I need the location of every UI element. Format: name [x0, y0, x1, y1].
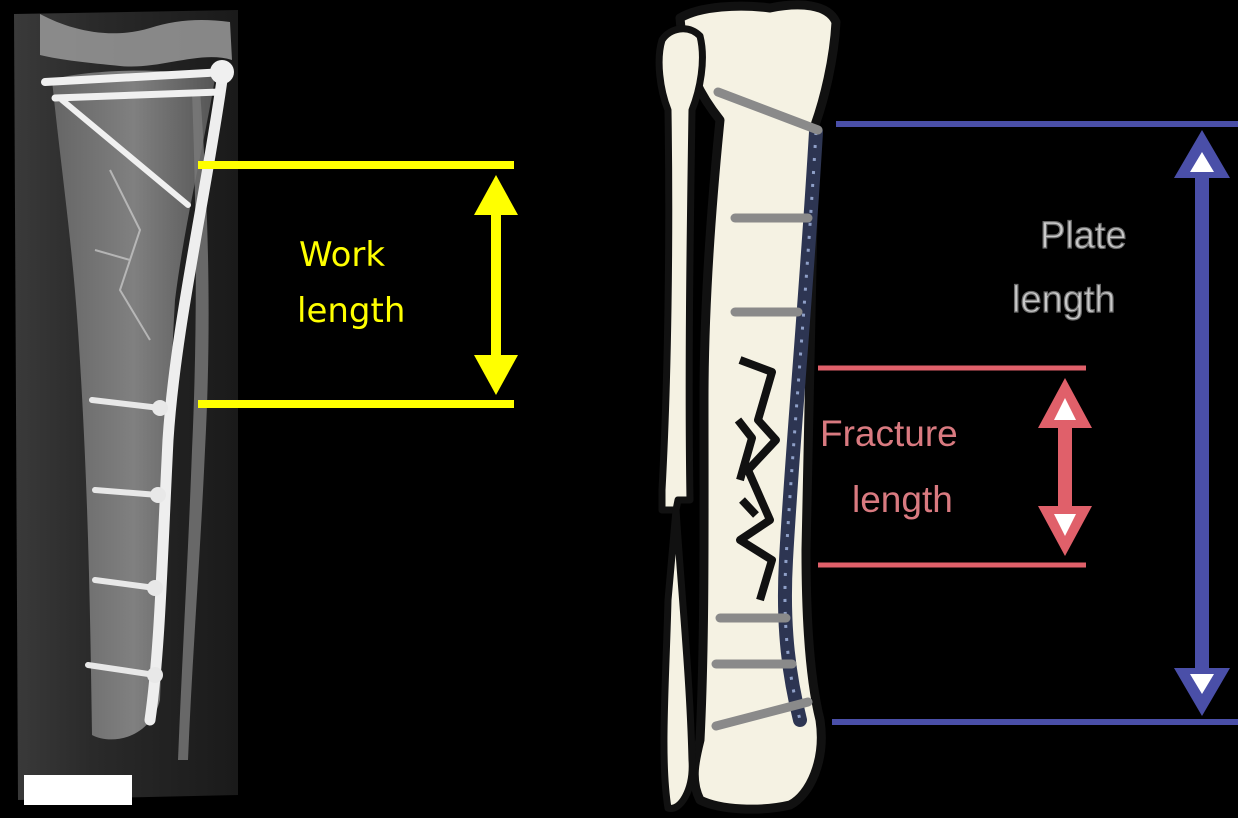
plate-length-label-line1: Plate: [1040, 215, 1127, 257]
fracture-length-label-line1: Fracture: [820, 413, 958, 454]
plate-length-label-line2: length: [1012, 279, 1116, 321]
diagram-fibula: [659, 29, 702, 510]
work-length-label-line1: Work: [299, 235, 385, 275]
xray-marker: [24, 775, 132, 805]
work-length-annotation: Work length: [198, 165, 518, 404]
work-length-arrow-up: [474, 175, 518, 215]
work-length-label-line2: length: [297, 291, 405, 331]
fracture-length-annotation: Fracture length: [818, 368, 1092, 565]
diagram-fibula-distal: [664, 510, 692, 808]
bone-diagram: [659, 5, 836, 809]
fracture-length-label-line2: length: [852, 479, 953, 520]
work-length-arrow-down: [474, 355, 518, 395]
